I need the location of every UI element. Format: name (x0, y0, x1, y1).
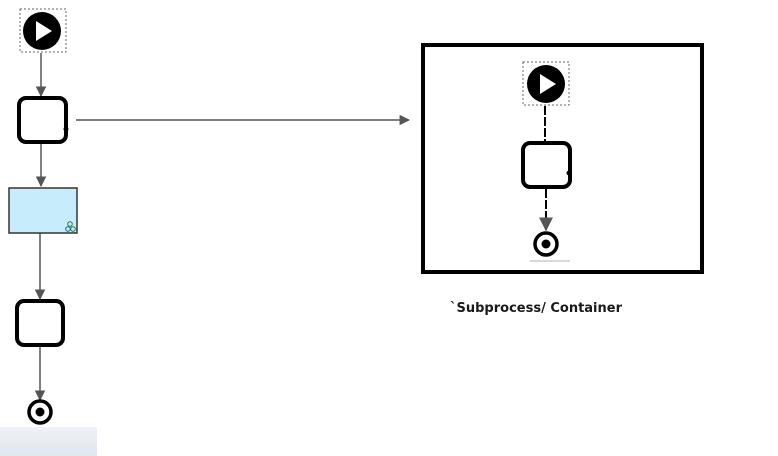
end-event-main[interactable] (27, 399, 53, 425)
play-icon (36, 21, 52, 41)
subprocess-collapsed[interactable] (8, 187, 78, 234)
task-2[interactable] (15, 299, 65, 347)
play-icon (540, 74, 556, 94)
end-event-dot (541, 239, 551, 249)
start-event-inner[interactable] (522, 61, 570, 106)
selection-box (522, 61, 570, 106)
toolbar-divider (0, 447, 97, 449)
selection-box (19, 8, 67, 53)
task-box (521, 141, 572, 189)
task-box (17, 96, 68, 144)
task-handle (63, 126, 69, 132)
end-event-dot (35, 407, 45, 417)
task-box (15, 299, 65, 347)
subprocess-box (8, 187, 78, 234)
gears-icon (65, 221, 76, 232)
task-inner[interactable] (521, 141, 572, 189)
bottom-toolbar-strip (0, 427, 97, 456)
task-1[interactable] (17, 96, 69, 144)
end-event-inner[interactable] (530, 231, 570, 262)
task-handle (566, 170, 572, 176)
container-caption: `Subprocess/ Container (450, 301, 622, 316)
start-event-main[interactable] (19, 8, 67, 53)
